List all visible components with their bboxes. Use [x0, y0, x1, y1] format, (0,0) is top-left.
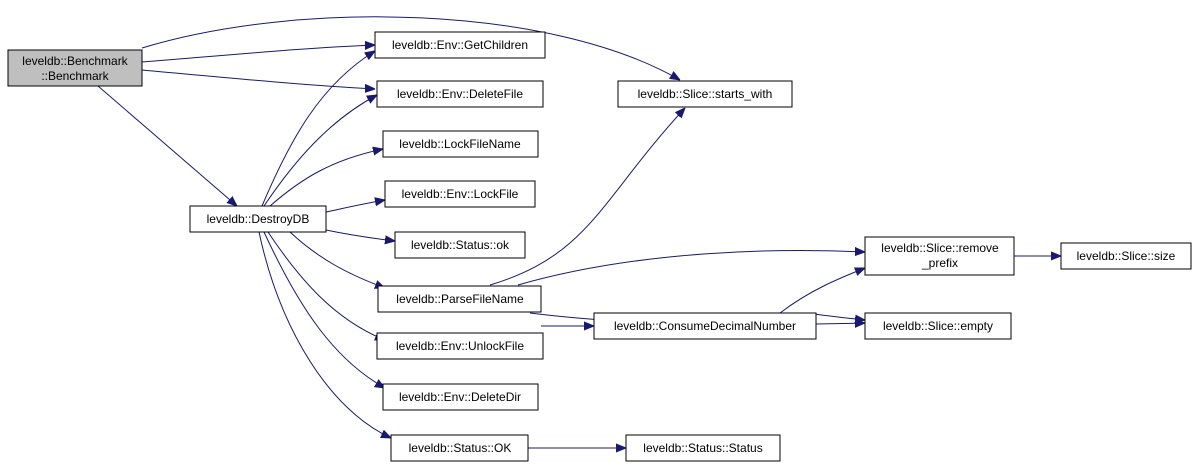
node-label: leveldb::Slice::empty: [883, 319, 993, 333]
edge-benchmark-getchildren: [141, 45, 375, 63]
node-statusOK[interactable]: leveldb::Status::OK: [390, 434, 529, 462]
node-getchildren[interactable]: leveldb::Env::GetChildren: [374, 31, 546, 59]
edge-destroydb-statusOK: [258, 231, 391, 438]
edge-consumedecimal-removeprefix: [779, 268, 865, 314]
node-label: leveldb::ConsumeDecimalNumber: [614, 319, 796, 333]
edge-destroydb-lockfile: [325, 200, 385, 213]
node-label: leveldb::ParseFileName: [396, 292, 524, 306]
node-label: leveldb::Status::Status: [643, 441, 762, 455]
node-lockfilename[interactable]: leveldb::LockFileName: [382, 130, 539, 158]
node-deletefile[interactable]: leveldb::Env::DeleteFile: [376, 80, 544, 108]
node-startswith[interactable]: leveldb::Slice::starts_with: [617, 80, 793, 108]
node-benchmark[interactable]: leveldb::Benchmark ::Benchmark: [7, 49, 143, 87]
node-statusok[interactable]: leveldb::Status::ok: [394, 231, 526, 259]
node-label: leveldb::Env::UnlockFile: [396, 339, 524, 353]
edge-benchmark-deletefile: [141, 69, 375, 89]
node-label: leveldb::Slice::size: [1077, 249, 1176, 263]
node-lockfile[interactable]: leveldb::Env::LockFile: [384, 180, 536, 208]
node-slicesize[interactable]: leveldb::Slice::size: [1060, 242, 1192, 270]
node-label: leveldb::Status::ok: [411, 238, 510, 252]
node-label: leveldb::Slice::starts_with: [638, 87, 773, 101]
node-parsefilename[interactable]: leveldb::ParseFileName: [377, 285, 542, 313]
edge-destroydb-parsefilename: [289, 231, 385, 288]
edge-destroydb-lockfilename: [269, 149, 383, 207]
node-removeprefix[interactable]: leveldb::Slice::remove _prefix: [864, 236, 1015, 276]
node-label: leveldb::Env::GetChildren: [392, 38, 528, 52]
node-consumedecimal[interactable]: leveldb::ConsumeDecimalNumber: [593, 312, 817, 340]
edge-parsefilename-removeprefix: [517, 251, 865, 286]
node-label: leveldb::Env::LockFile: [402, 187, 519, 201]
edge-destroydb-statusok: [325, 229, 395, 241]
edge-benchmark-destroydb: [97, 85, 237, 206]
node-label: leveldb::LockFileName: [399, 137, 521, 151]
edge-destroydb-deletedir: [263, 231, 385, 388]
node-label: leveldb::Env::DeleteFile: [397, 87, 523, 101]
edge-destroydb-unlockfile: [267, 231, 385, 340]
node-label: leveldb::Benchmark: [22, 54, 128, 68]
node-destroydb[interactable]: leveldb::DestroyDB: [189, 205, 327, 233]
node-sliceempty[interactable]: leveldb::Slice::empty: [864, 312, 1012, 340]
node-label: leveldb::Slice::remove: [881, 241, 999, 255]
node-label: leveldb::DestroyDB: [207, 212, 310, 226]
edge-destroydb-deletefile: [263, 95, 377, 207]
node-deletedir[interactable]: leveldb::Env::DeleteDir: [382, 383, 539, 411]
edge-destroydb-getchildren: [261, 51, 375, 207]
node-label: leveldb::Status::OK: [409, 441, 512, 455]
node-unlockfile[interactable]: leveldb::Env::UnlockFile: [376, 332, 544, 360]
node-label: _prefix: [921, 256, 958, 270]
edge-benchmark-startswith: [141, 16, 680, 80]
edge-parsefilename-startswith: [489, 108, 685, 286]
node-label: leveldb::Env::DeleteDir: [399, 390, 521, 404]
node-label: ::Benchmark: [41, 69, 109, 83]
node-statusstatus[interactable]: leveldb::Status::Status: [625, 434, 781, 462]
